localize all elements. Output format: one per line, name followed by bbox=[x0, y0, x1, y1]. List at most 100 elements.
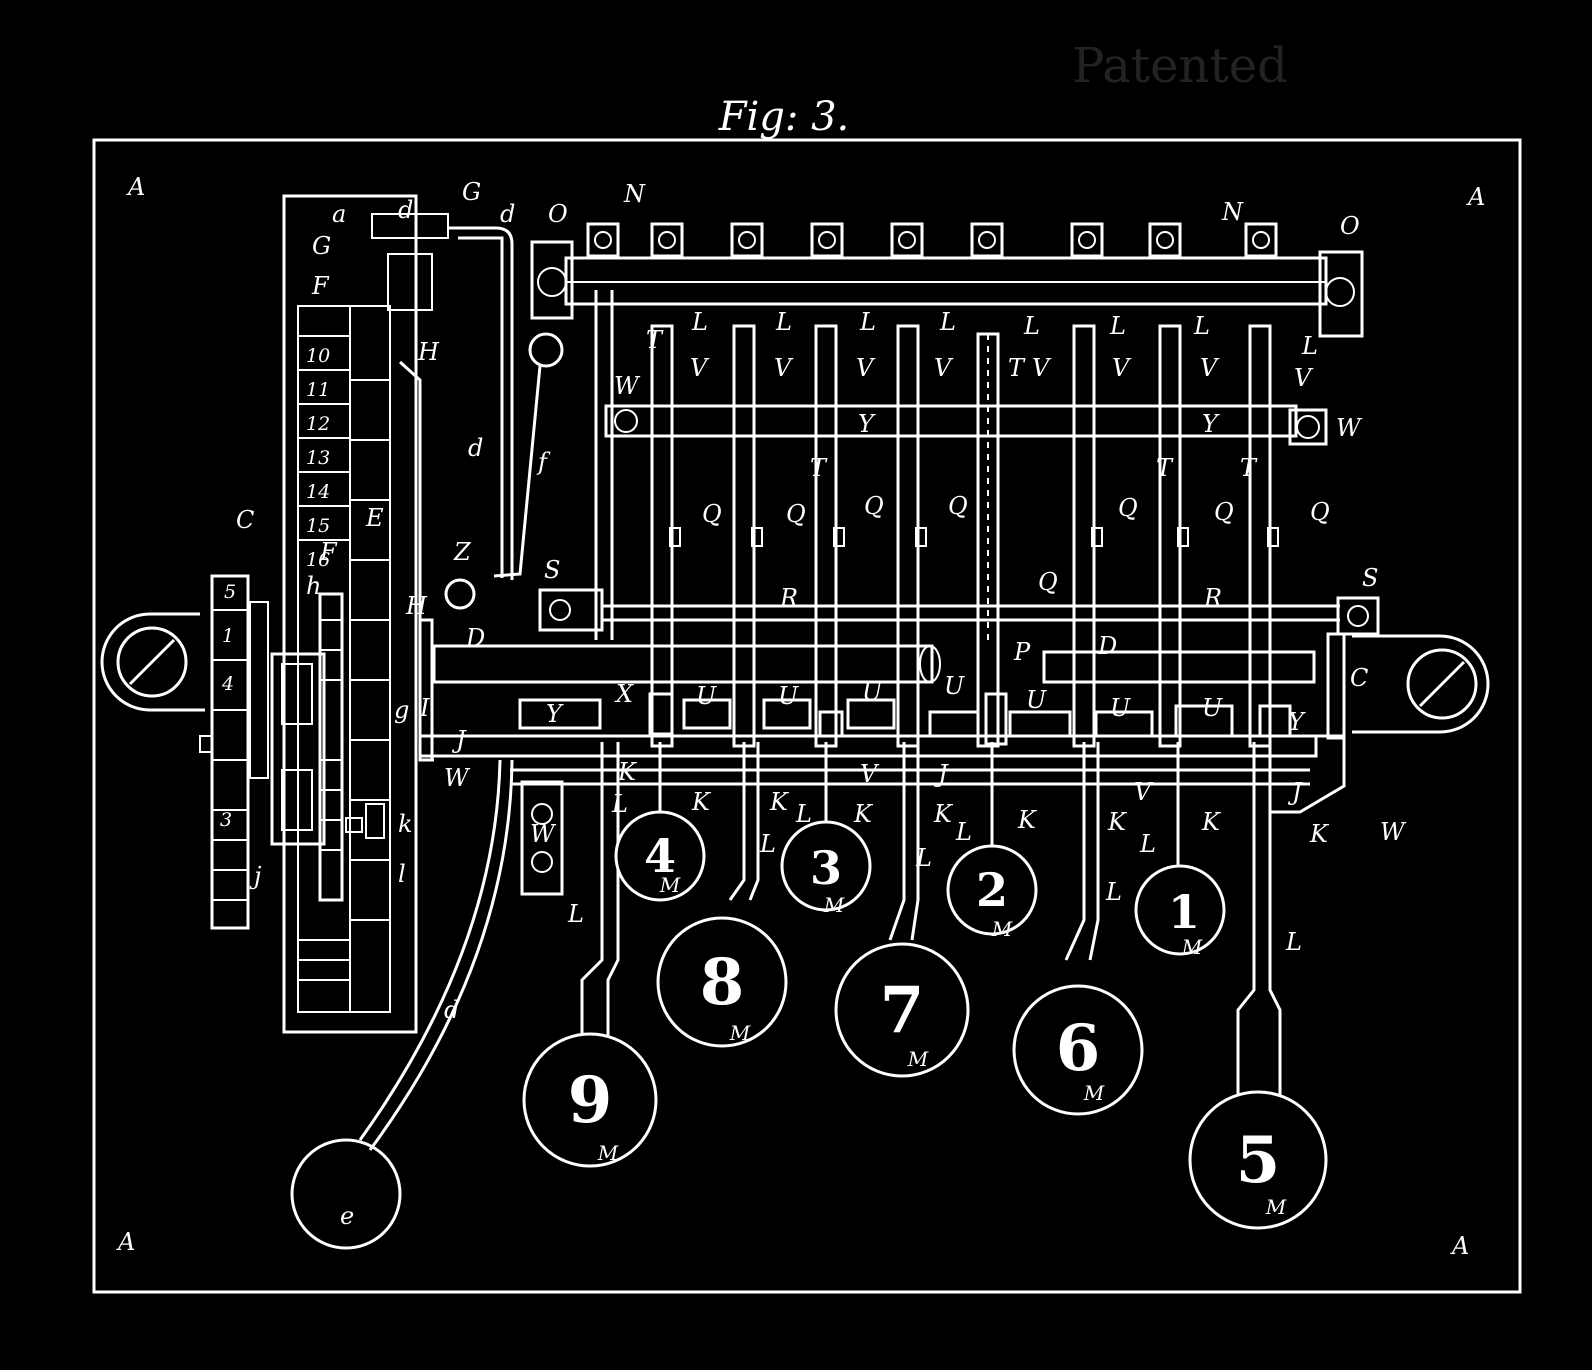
part-label-u-7: U bbox=[1202, 694, 1223, 722]
counting-wheel bbox=[199, 574, 269, 930]
scale-number-11: 11 bbox=[306, 379, 330, 401]
key-9-sub: M bbox=[597, 1141, 619, 1165]
key-1-digit: 1 bbox=[1168, 885, 1200, 939]
part-label-i: I bbox=[419, 694, 430, 722]
part-label-h-lower: h bbox=[306, 572, 321, 600]
part-label-t-1: T bbox=[646, 326, 664, 354]
corner-label-bottom-right: A bbox=[1450, 1232, 1469, 1260]
corner-label-top-right: A bbox=[1466, 183, 1485, 211]
right-mounting-lug bbox=[1352, 634, 1490, 734]
part-label-k-6: K bbox=[1017, 806, 1038, 834]
key-5-sub: M bbox=[1265, 1195, 1287, 1219]
part-label-h-top: H bbox=[417, 338, 440, 366]
wheel-number-4: 4 bbox=[221, 673, 234, 695]
part-label-l-stem-6: L bbox=[1139, 830, 1156, 858]
key-3-sub: M bbox=[823, 893, 845, 917]
part-label-c-left: C bbox=[236, 506, 254, 534]
part-label-r-left: R bbox=[779, 584, 798, 612]
part-label-h-rack: H bbox=[405, 592, 428, 620]
part-label-w-lower-left: W bbox=[444, 764, 471, 792]
key-8[interactable]: 8 M bbox=[656, 916, 788, 1048]
part-label-d-bottom: d bbox=[444, 996, 459, 1024]
part-label-k-3: K bbox=[769, 788, 790, 816]
part-label-d-top: d bbox=[398, 196, 413, 224]
part-label-r-right: R bbox=[1203, 584, 1222, 612]
ratchet-hub bbox=[270, 592, 385, 902]
part-label-k-4: K bbox=[853, 800, 874, 828]
part-label-q-3: Q bbox=[864, 492, 884, 520]
part-label-w-upper-right: W bbox=[1336, 414, 1363, 442]
part-label-v-2: V bbox=[774, 354, 794, 382]
key-2[interactable]: 2 M bbox=[946, 844, 1038, 941]
part-label-s-right: S bbox=[1362, 564, 1378, 592]
part-label-l-stem-1: L bbox=[611, 790, 628, 818]
part-label-g-left: G bbox=[312, 232, 331, 260]
part-label-v-5: V bbox=[1032, 354, 1052, 382]
scale-number-13: 13 bbox=[306, 447, 330, 469]
part-label-v-lower: V bbox=[1134, 778, 1154, 806]
slide-bar bbox=[418, 734, 1346, 814]
key-8-sub: M bbox=[729, 1021, 751, 1045]
part-label-l-stem-5: L bbox=[915, 844, 932, 872]
part-label-e-strip: E bbox=[365, 504, 384, 532]
key-9[interactable]: 9 M bbox=[522, 1032, 658, 1168]
part-label-d-shaft-right: D bbox=[1097, 632, 1117, 660]
key-4[interactable]: 4 M bbox=[614, 810, 706, 902]
key-6-sub: M bbox=[1083, 1081, 1105, 1105]
part-label-q-8: Q bbox=[1038, 568, 1058, 596]
part-label-l-stem-3: L bbox=[955, 818, 972, 846]
upper-crossbar bbox=[604, 404, 1328, 446]
part-label-k-9: K bbox=[1309, 820, 1330, 848]
part-label-v-4: V bbox=[934, 354, 954, 382]
part-label-n-left: N bbox=[623, 180, 646, 208]
register-scale-strip bbox=[282, 194, 418, 1034]
part-label-t-2: T bbox=[1008, 354, 1026, 382]
part-label-p: P bbox=[1013, 638, 1031, 666]
weight-ball bbox=[290, 1138, 402, 1250]
stop-rod bbox=[538, 588, 1380, 636]
key-1[interactable]: 1 M bbox=[1134, 864, 1226, 959]
part-label-u-5: U bbox=[1026, 686, 1047, 714]
part-label-c-right: C bbox=[1350, 664, 1368, 692]
wheel-number-1: 1 bbox=[222, 625, 234, 647]
key-6[interactable]: 6 M bbox=[1012, 984, 1144, 1116]
stop-pin-z bbox=[444, 578, 476, 610]
part-label-g-lower: g bbox=[394, 696, 409, 724]
scale-number-14: 14 bbox=[306, 481, 330, 503]
part-label-q-1: Q bbox=[702, 500, 722, 528]
part-label-k-7: K bbox=[1107, 808, 1128, 836]
part-label-f-strip: F bbox=[319, 538, 338, 566]
corner-label-top-left: A bbox=[126, 173, 145, 201]
carrier-blocks bbox=[518, 692, 1292, 746]
part-label-l-5: L bbox=[1023, 312, 1040, 340]
key-7-sub: M bbox=[907, 1047, 929, 1071]
part-label-u-2: U bbox=[778, 682, 799, 710]
key-3[interactable]: 3 M bbox=[780, 820, 872, 917]
part-label-f-top: F bbox=[311, 272, 330, 300]
key-6-digit: 6 bbox=[1056, 1011, 1101, 1086]
key-9-digit: 9 bbox=[568, 1063, 613, 1138]
part-label-l-8: L bbox=[1301, 332, 1318, 360]
part-label-q-5: Q bbox=[1118, 494, 1138, 522]
part-label-j-bar: J bbox=[451, 726, 467, 754]
key-8-digit: 8 bbox=[700, 945, 745, 1020]
part-label-k-2: K bbox=[691, 788, 712, 816]
top-bar bbox=[530, 240, 1364, 338]
wheel-number-3: 3 bbox=[220, 809, 232, 831]
scale-number-12: 12 bbox=[306, 413, 330, 435]
scale-number-16: 16 bbox=[306, 549, 330, 571]
key-5[interactable]: 5 M bbox=[1188, 1090, 1328, 1230]
part-label-f-spring: f bbox=[536, 448, 551, 476]
part-label-o-left: O bbox=[548, 200, 568, 228]
part-label-l-3: L bbox=[859, 308, 876, 336]
base-plate-frame bbox=[92, 138, 1522, 1294]
part-label-y-right: Y bbox=[1288, 708, 1306, 736]
part-label-y-upper-2: Y bbox=[1202, 410, 1220, 438]
key-5-digit: 5 bbox=[1236, 1123, 1281, 1198]
key-stems bbox=[580, 742, 1282, 1100]
part-label-d-cord: d bbox=[500, 200, 515, 228]
spring-eye bbox=[528, 332, 564, 368]
key-7[interactable]: 7 M bbox=[834, 942, 970, 1078]
part-label-s-left: S bbox=[544, 556, 560, 584]
